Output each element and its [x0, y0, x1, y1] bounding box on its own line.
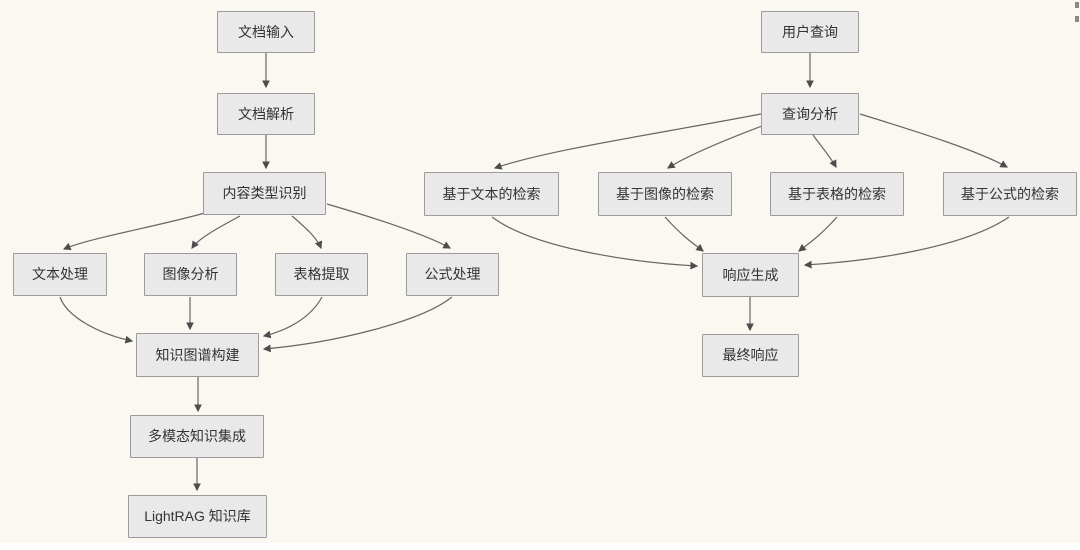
edge-query-analysis-image-retrieval: [667, 125, 763, 169]
node-image-retrieval-label: 基于图像的检索: [616, 185, 714, 202]
node-table-extract: 表格提取: [275, 253, 368, 296]
node-kg-build-label: 知识图谱构建: [155, 346, 240, 363]
node-image-analysis: 图像分析: [144, 253, 237, 296]
node-multimodal-integration-label: 多模态知识集成: [148, 428, 246, 445]
edge-text-retrieval-response-gen: [491, 216, 699, 270]
node-text-process: 文本处理: [13, 253, 107, 296]
node-multimodal-integration: 多模态知识集成: [130, 415, 264, 458]
node-doc-parse: 文档解析: [217, 93, 315, 135]
node-doc-input-label: 文档输入: [238, 23, 294, 40]
clipped-glyph: [1075, 16, 1079, 22]
edge-query-analysis-table-retrieval: [812, 134, 837, 169]
node-lightrag-kb: LightRAG 知识库: [128, 495, 267, 538]
node-formula-process-label: 公式处理: [424, 266, 481, 283]
node-user-query-label: 用户查询: [782, 23, 838, 40]
node-doc-parse-label: 文档解析: [238, 105, 294, 122]
clipped-glyph: [1075, 2, 1079, 8]
edge-query-analysis-text-retrieval: [493, 113, 762, 170]
node-final-response: 最终响应: [702, 334, 799, 377]
node-text-retrieval: 基于文本的检索: [424, 172, 559, 216]
node-kg-build: 知识图谱构建: [136, 333, 259, 377]
node-lightrag-kb-label: LightRAG 知识库: [144, 508, 251, 525]
clipped-text-fragment: [1075, 2, 1080, 30]
edge-content-type-image-analysis: [191, 215, 241, 249]
node-table-retrieval: 基于表格的检索: [770, 172, 904, 216]
edge-content-type-table-extract: [291, 215, 323, 250]
node-doc-input: 文档输入: [217, 11, 315, 53]
node-image-retrieval: 基于图像的检索: [598, 172, 732, 216]
node-formula-retrieval-label: 基于公式的检索: [961, 185, 1059, 202]
node-text-process-label: 文本处理: [32, 266, 88, 283]
node-text-retrieval-label: 基于文本的检索: [442, 185, 541, 202]
node-content-type: 内容类型识别: [203, 172, 326, 215]
edge-table-retrieval-response-gen: [798, 216, 838, 252]
bottom-margin-strip: [0, 543, 1080, 550]
node-formula-retrieval: 基于公式的检索: [943, 172, 1077, 216]
edge-image-retrieval-response-gen: [664, 216, 704, 252]
node-response-gen: 响应生成: [702, 253, 799, 297]
edge-text-process-kg-build: [59, 296, 134, 344]
node-table-extract-label: 表格提取: [293, 266, 350, 283]
edge-formula-process-kg-build: [262, 296, 453, 353]
node-formula-process: 公式处理: [406, 253, 499, 296]
node-image-analysis-label: 图像分析: [162, 266, 219, 283]
node-final-response-label: 最终响应: [722, 347, 779, 364]
edge-formula-retrieval-response-gen: [803, 216, 1010, 269]
edge-query-analysis-formula-retrieval: [859, 113, 1009, 168]
node-query-analysis-label: 查询分析: [782, 105, 838, 122]
node-query-analysis: 查询分析: [761, 93, 859, 135]
node-user-query: 用户查询: [761, 11, 859, 53]
node-table-retrieval-label: 基于表格的检索: [788, 185, 886, 202]
node-content-type-label: 内容类型识别: [222, 185, 307, 202]
edge-content-type-text-process: [62, 212, 206, 251]
node-response-gen-label: 响应生成: [722, 266, 779, 283]
edge-table-extract-kg-build: [262, 296, 323, 339]
